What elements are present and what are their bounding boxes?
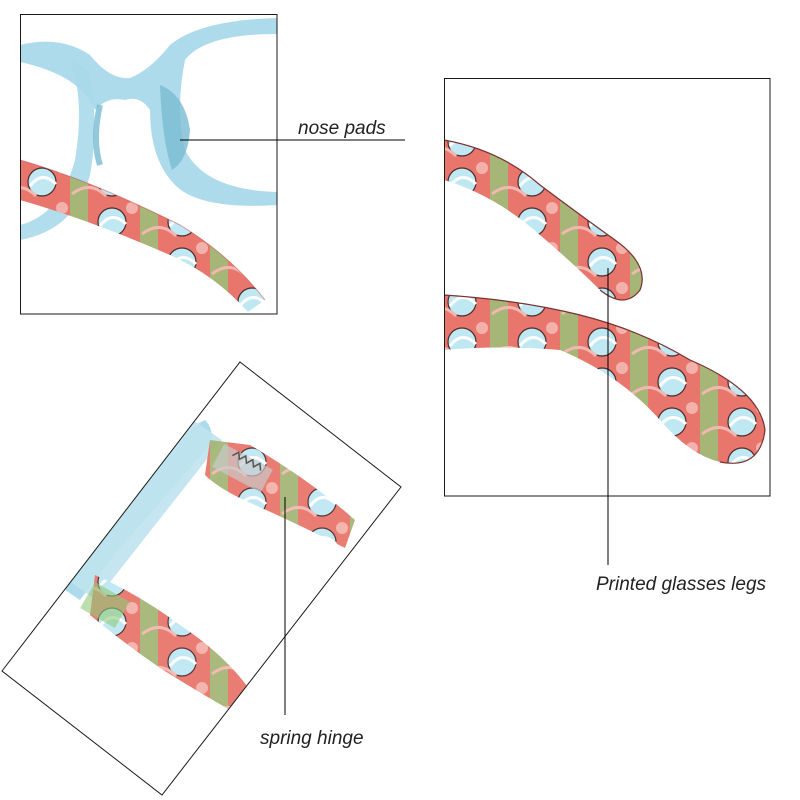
spring-hinge-frame [1, 361, 402, 796]
nose-pads-label: nose pads [298, 118, 386, 139]
glasses-legs-photo [444, 78, 770, 496]
glasses-legs-label: Printed glasses legs [596, 574, 767, 595]
spring-hinge-photo [2, 362, 401, 795]
nose-pads-photo [20, 14, 277, 314]
nose-pads-frame [20, 14, 278, 315]
spring-hinge-label: spring hinge [260, 728, 364, 749]
glasses-legs-frame [444, 78, 771, 497]
